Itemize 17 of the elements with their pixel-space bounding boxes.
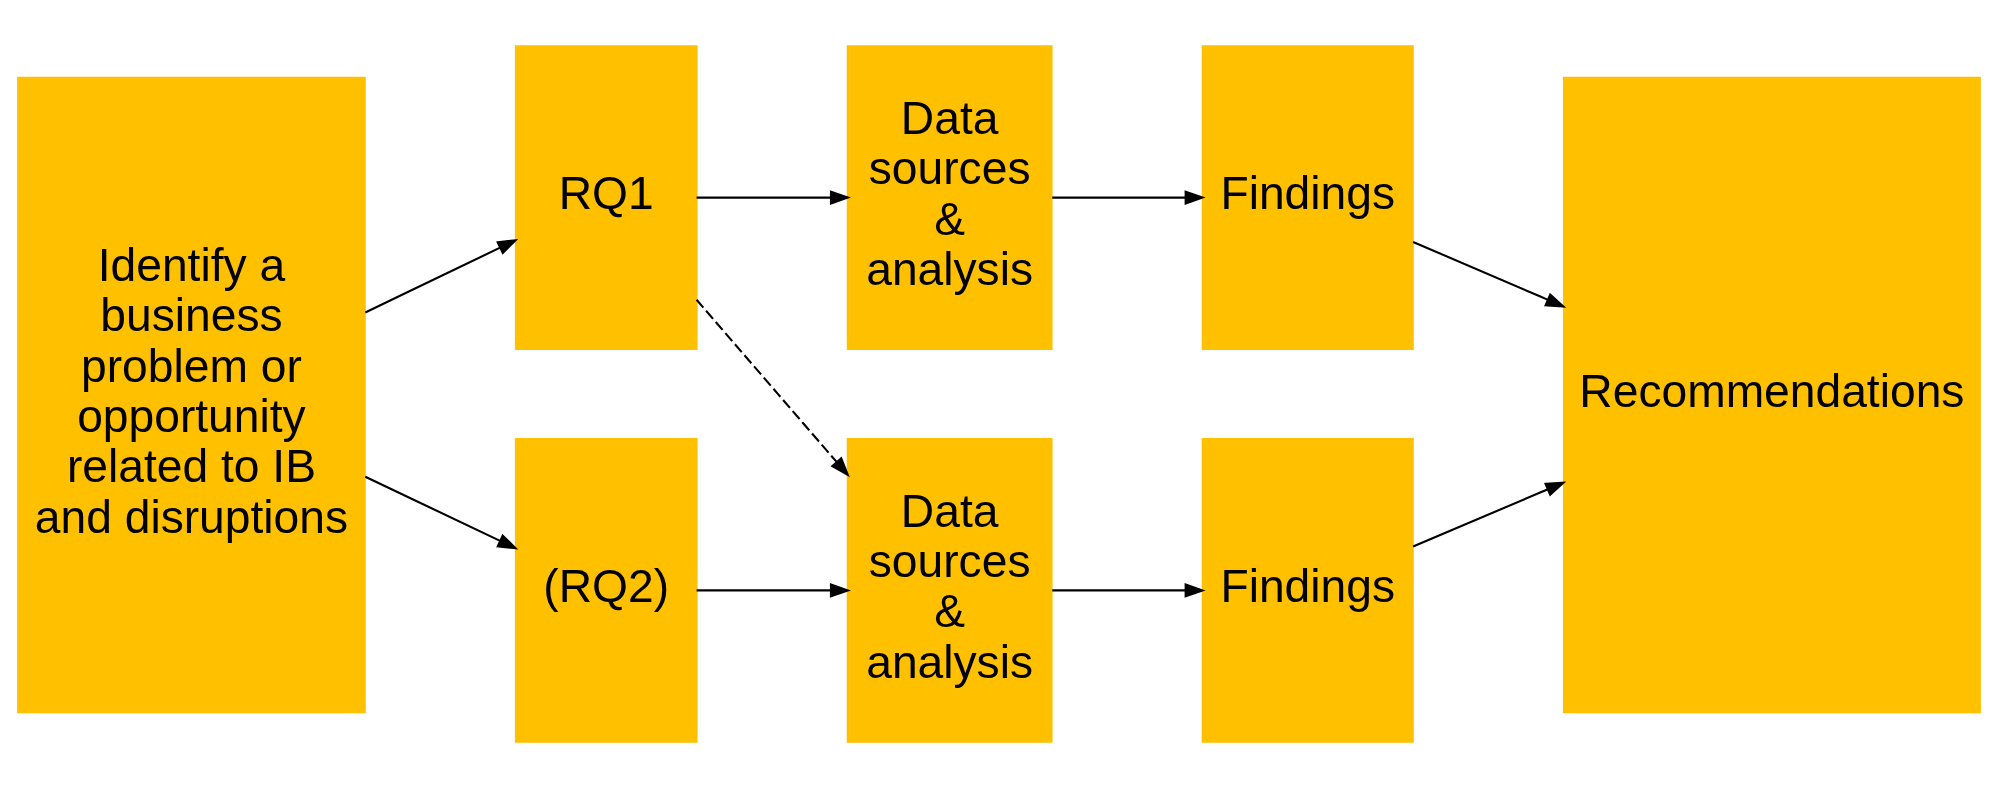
- arrow: [695, 299, 850, 478]
- node-box: Identify a business problem or opportunity related to IB and disruptions: [16, 76, 366, 714]
- node-box: Data sources & analysis: [846, 438, 1053, 743]
- arrow: [1051, 190, 1206, 205]
- arrow: [1412, 481, 1566, 548]
- node-box: Data sources & analysis: [846, 45, 1053, 350]
- arrow: [696, 190, 851, 205]
- node-box: Recommendations: [1562, 76, 1981, 714]
- arrow: [1051, 583, 1206, 598]
- node-box: Findings: [1201, 45, 1414, 350]
- arrow: [364, 238, 518, 314]
- arrow: [364, 475, 518, 550]
- node-box: Findings: [1201, 438, 1414, 743]
- node-box: (RQ2): [514, 438, 698, 743]
- arrow: [1412, 240, 1566, 308]
- arrow: [696, 583, 851, 598]
- node-box: RQ1: [514, 45, 698, 350]
